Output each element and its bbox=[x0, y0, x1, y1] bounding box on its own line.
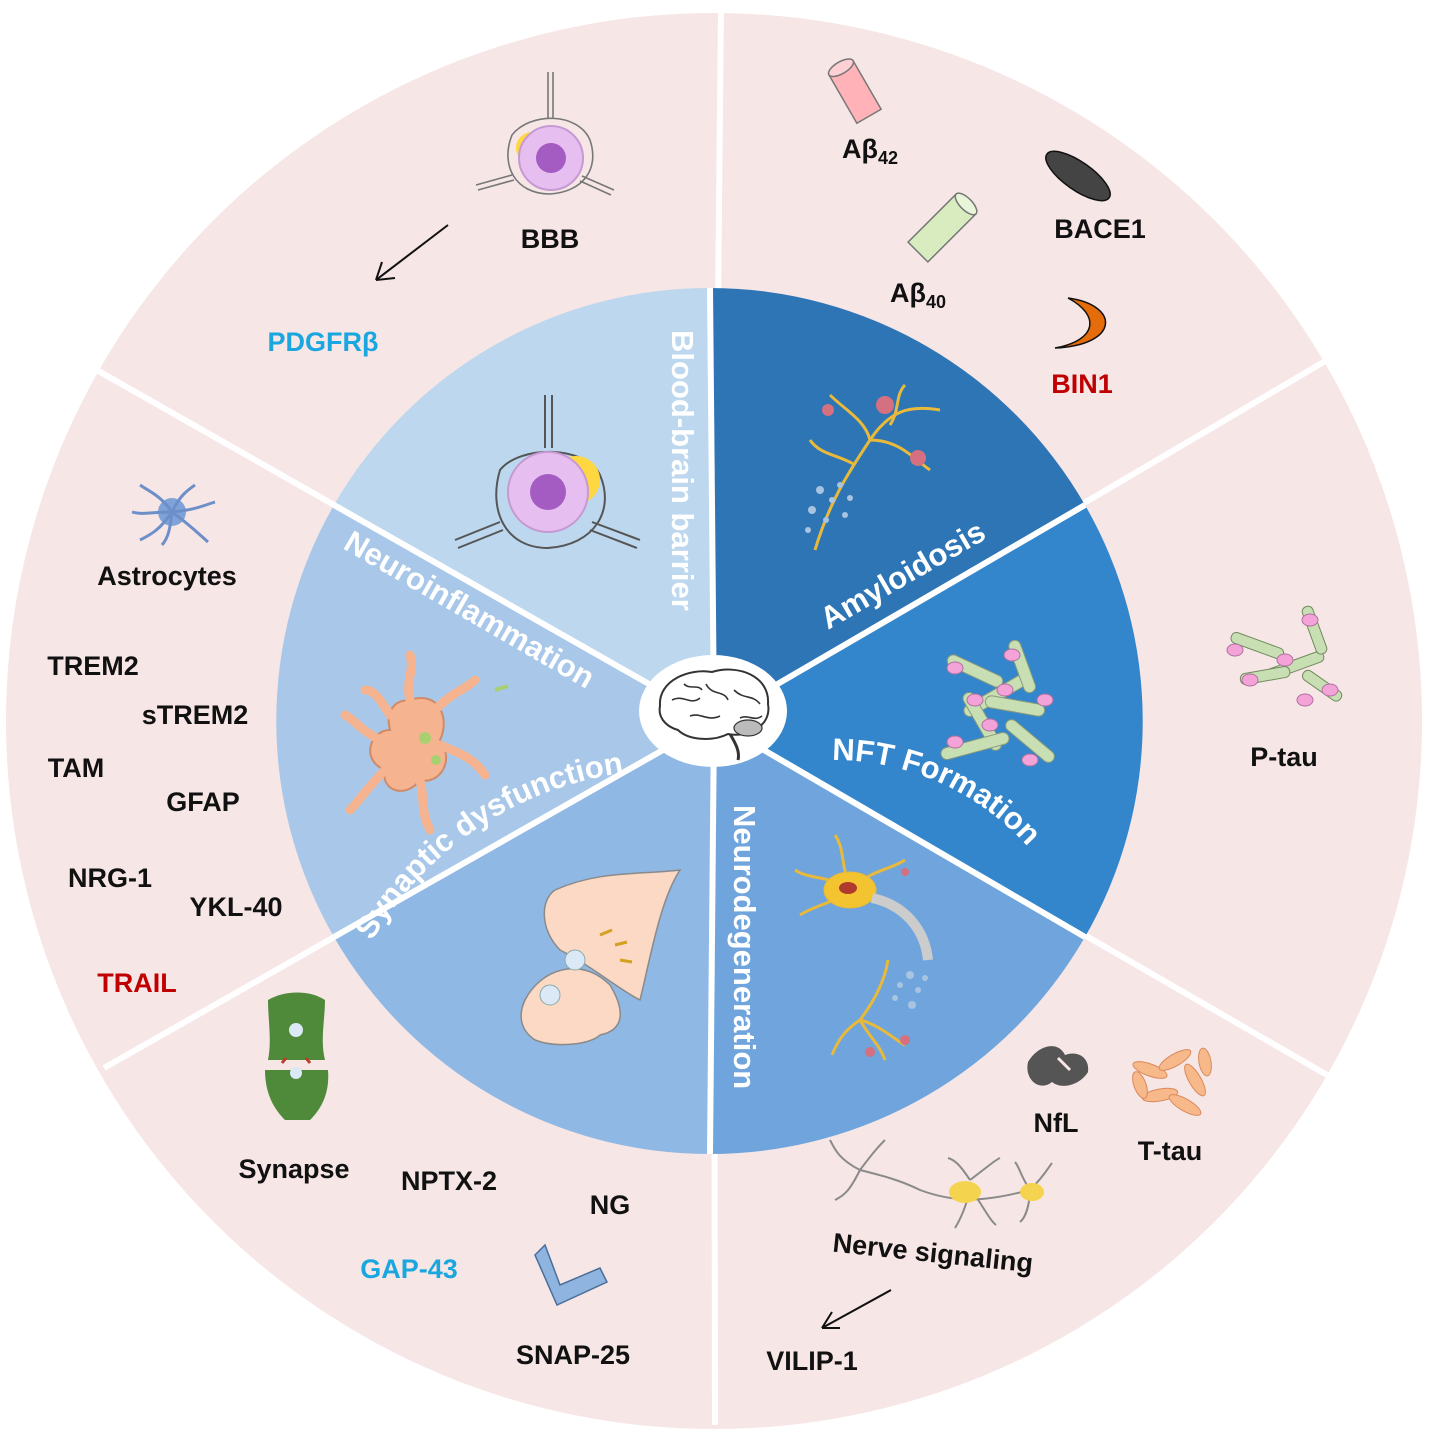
ellipse-icon bbox=[1045, 150, 1111, 202]
synapse-inner-icon bbox=[520, 869, 682, 1046]
segment-synaptic-dysfunction bbox=[334, 721, 714, 1155]
label-trem2: TREM2 bbox=[47, 651, 139, 681]
label-astrocytes: Astrocytes bbox=[97, 561, 237, 591]
label-nptx2: NPTX-2 bbox=[401, 1166, 497, 1196]
segment-title-blood-brain-barrier: Blood-brain barrier bbox=[665, 330, 700, 611]
astrocyte-icon bbox=[131, 483, 216, 546]
amyloid-neuron-icon bbox=[805, 383, 941, 551]
label-snap25: SNAP-25 bbox=[516, 1340, 630, 1370]
cylinder-icon-2 bbox=[906, 192, 978, 264]
label-ng: NG bbox=[590, 1190, 631, 1220]
label-vilip1: VILIP-1 bbox=[766, 1346, 858, 1376]
synapse-icon bbox=[265, 992, 329, 1120]
pericyte-outer-icon bbox=[475, 72, 615, 196]
segment-neurodegeneration bbox=[710, 721, 1085, 1154]
segment-title-neurodegeneration: Neurodegeneration bbox=[727, 805, 762, 1089]
nerve-signaling-icon bbox=[829, 1139, 1053, 1229]
arrow-icon-2 bbox=[821, 1289, 892, 1329]
label-abeta42: Aβ42 bbox=[842, 134, 898, 168]
segment-neuroinflammation bbox=[276, 505, 714, 937]
label-pdgfrb: PDGFRβ bbox=[268, 327, 379, 357]
label-ykl40: YKL-40 bbox=[189, 892, 282, 922]
label-synapse: Synapse bbox=[238, 1154, 349, 1184]
label-ptau: P-tau bbox=[1250, 742, 1318, 772]
inner-wheel bbox=[276, 287, 1143, 1155]
snap25-icon bbox=[534, 1243, 609, 1307]
segment-nft-formation bbox=[714, 505, 1143, 937]
label-gfap: GFAP bbox=[166, 787, 240, 817]
label-strem2: sTREM2 bbox=[142, 700, 249, 730]
ptau-icon bbox=[1226, 605, 1343, 707]
brain-icon bbox=[639, 655, 787, 767]
microglia-icon bbox=[340, 650, 509, 835]
label-tam: TAM bbox=[48, 753, 104, 783]
nfl-icon bbox=[1027, 1046, 1089, 1086]
crescent-icon bbox=[1054, 297, 1107, 349]
label-trail: TRAIL bbox=[97, 968, 176, 998]
label-bbb: BBB bbox=[521, 224, 580, 254]
cylinder-icon bbox=[827, 58, 883, 125]
degenerating-neuron-icon bbox=[794, 834, 933, 1061]
label-abeta40: Aβ40 bbox=[890, 278, 946, 312]
arrow-icon bbox=[375, 224, 449, 281]
ttau-icon bbox=[1132, 1047, 1212, 1116]
label-nrg1: NRG-1 bbox=[68, 863, 152, 893]
label-ttau: T-tau bbox=[1138, 1136, 1203, 1166]
tau-tangle-icon bbox=[940, 639, 1055, 767]
label-nfl: NfL bbox=[1034, 1108, 1079, 1138]
label-bin1: BIN1 bbox=[1051, 369, 1113, 399]
segment-amyloidosis bbox=[710, 288, 1085, 721]
label-gap43: GAP-43 bbox=[360, 1254, 458, 1284]
label-bace1: BACE1 bbox=[1054, 214, 1146, 244]
pericyte-icon bbox=[454, 395, 641, 550]
